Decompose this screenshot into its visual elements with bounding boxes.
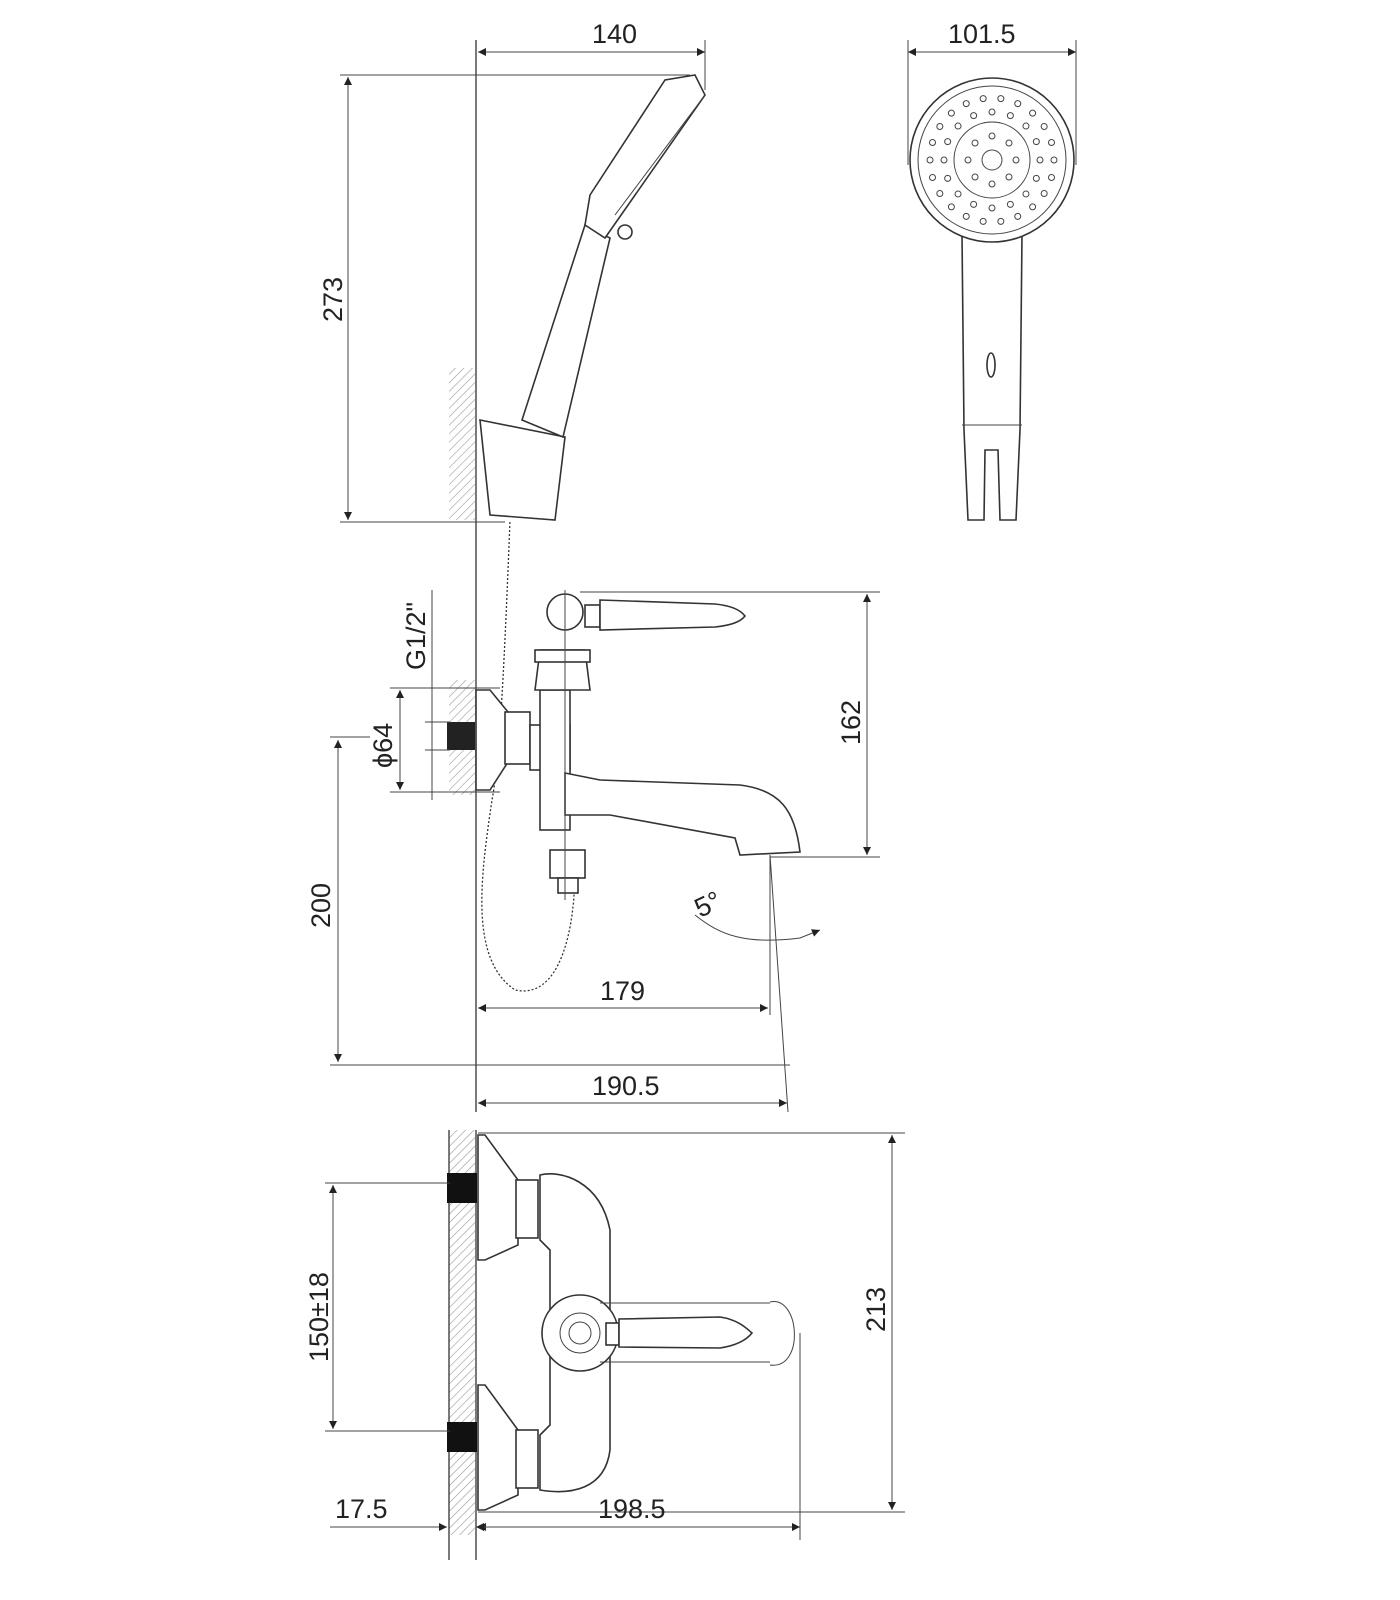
hand-shower-side-view <box>479 74 706 994</box>
nozzle-dot <box>962 100 970 108</box>
nozzle-dot <box>936 122 944 130</box>
nozzle-dot <box>970 200 978 208</box>
nozzle-dot <box>970 112 978 120</box>
nozzle-dot <box>1014 100 1022 108</box>
nozzle-dot <box>988 204 996 212</box>
dim-label-162: 162 <box>836 700 866 745</box>
nozzle-dot <box>926 156 934 164</box>
nozzle-dot <box>1022 122 1030 130</box>
dim-label-angle: 5° <box>690 885 726 923</box>
nozzle-dot <box>1005 139 1013 147</box>
nozzle-dot <box>954 190 962 198</box>
nozzle-dot <box>944 174 952 182</box>
nozzle-dot <box>988 180 996 188</box>
nozzle-dot <box>929 173 937 181</box>
dim-label-200: 200 <box>306 883 336 928</box>
wall-hatching <box>448 40 477 1560</box>
nozzle-dot <box>1029 109 1037 117</box>
nozzle-dot <box>1047 173 1055 181</box>
nozzle-dot <box>944 138 952 146</box>
nozzle-dot <box>1029 203 1037 211</box>
dim-label-150: 150±18 <box>304 1272 334 1362</box>
dim-label-213: 213 <box>861 1287 891 1332</box>
nozzle-dot <box>1047 139 1055 147</box>
dim-label-phi64: ϕ64 <box>368 723 398 768</box>
nozzle-dot <box>954 122 962 130</box>
nozzle-dot <box>1036 156 1044 164</box>
dim-label-140: 140 <box>592 19 637 49</box>
nozzle-dot <box>971 173 979 181</box>
nozzle-dot <box>971 139 979 147</box>
dim-label-190-5: 190.5 <box>592 1071 660 1101</box>
nozzle-dot <box>997 95 1005 103</box>
nozzle-dot <box>940 156 948 164</box>
faucet-side-view <box>447 590 801 900</box>
dim-label-101-5: 101.5 <box>948 19 1016 49</box>
nozzle-dot <box>1050 156 1058 164</box>
nozzle-dot <box>979 217 987 225</box>
nozzle-dot <box>1032 174 1040 182</box>
nozzle-dot <box>1040 190 1048 198</box>
hand-shower-front-view <box>909 77 1075 521</box>
nozzle-dot <box>962 212 970 220</box>
nozzle-dot <box>1022 190 1030 198</box>
dim-label-273: 273 <box>318 277 348 322</box>
nozzle-dot <box>1012 156 1020 164</box>
dim-label-17-5: 17.5 <box>335 1494 388 1524</box>
nozzle-dot <box>1005 173 1013 181</box>
nozzle-dot <box>936 190 944 198</box>
dim-label-thread: G1/2" <box>401 602 431 670</box>
nozzle-dot <box>988 132 996 140</box>
nozzle-dot <box>1006 112 1014 120</box>
nozzle-dot <box>964 156 972 164</box>
faucet-top-view <box>447 1134 795 1511</box>
nozzle-dot <box>1040 122 1048 130</box>
nozzle-dot <box>979 95 987 103</box>
dim-label-179: 179 <box>600 976 645 1006</box>
nozzle-dot <box>997 217 1005 225</box>
nozzle-dot <box>988 108 996 116</box>
nozzle-dot <box>1006 200 1014 208</box>
nozzle-dot <box>947 203 955 211</box>
dim-label-198-5: 198.5 <box>598 1494 666 1524</box>
dimension-lines <box>325 40 1077 1540</box>
nozzle-dot <box>929 139 937 147</box>
nozzle-dot <box>1014 212 1022 220</box>
nozzle-dot <box>947 109 955 117</box>
nozzle-dot <box>1032 138 1040 146</box>
